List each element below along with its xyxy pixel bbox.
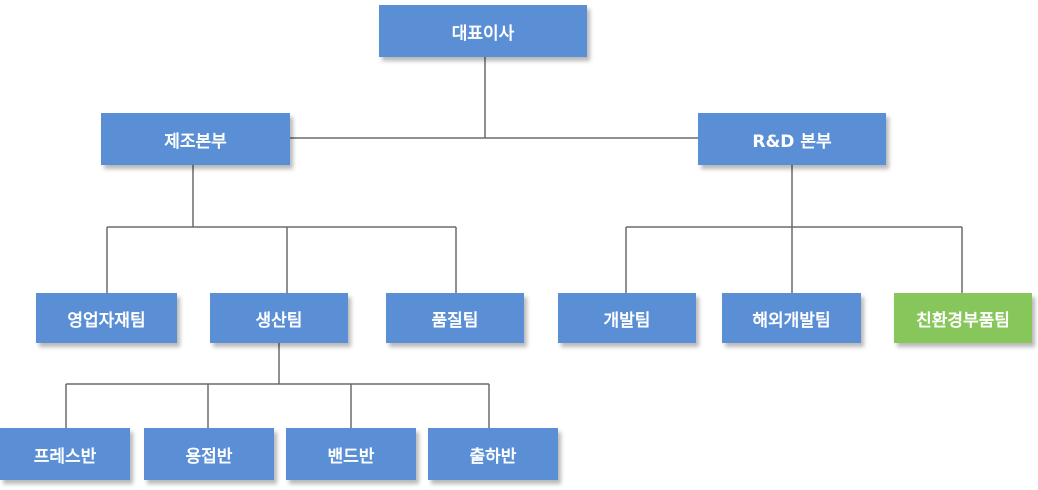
- press-unit-box: 프레스반: [0, 428, 130, 480]
- eco-management-parts-team-box: 친환경부품팀: [894, 293, 1032, 343]
- band-unit-box: 밴드반: [286, 428, 416, 480]
- ceo-box: 대표이사: [379, 5, 587, 57]
- development-team-label: 개발팀: [603, 310, 651, 331]
- shipping-unit-box: 출하반: [428, 428, 558, 480]
- development-team-box: 개발팀: [558, 293, 696, 343]
- quality-team-label: 품질팀: [431, 310, 479, 331]
- quality-team-box: 품질팀: [386, 293, 524, 343]
- sales-materials-team-label: 영업자재팀: [67, 310, 146, 331]
- welding-unit-label: 용접반: [185, 446, 233, 467]
- rnd-hq-label: R&D 본부: [752, 131, 832, 152]
- manufacturing-hq-box: 제조본부: [101, 113, 290, 165]
- sales-materials-team-box: 영업자재팀: [36, 293, 177, 343]
- press-unit-label: 프레스반: [33, 446, 97, 467]
- rnd-hq-box: R&D 본부: [698, 113, 886, 165]
- shipping-unit-label: 출하반: [469, 446, 517, 467]
- overseas-development-team-box: 해외개발팀: [722, 293, 861, 343]
- welding-unit-box: 용접반: [144, 428, 274, 480]
- overseas-development-team-label: 해외개발팀: [752, 310, 831, 331]
- production-team-label: 생산팀: [255, 310, 303, 331]
- production-team-box: 생산팀: [210, 293, 348, 343]
- eco-management-parts-team-label: 친환경부품팀: [916, 310, 1010, 331]
- manufacturing-hq-label: 제조본부: [164, 131, 227, 152]
- ceo-label: 대표이사: [451, 23, 515, 44]
- band-unit-label: 밴드반: [327, 446, 375, 467]
